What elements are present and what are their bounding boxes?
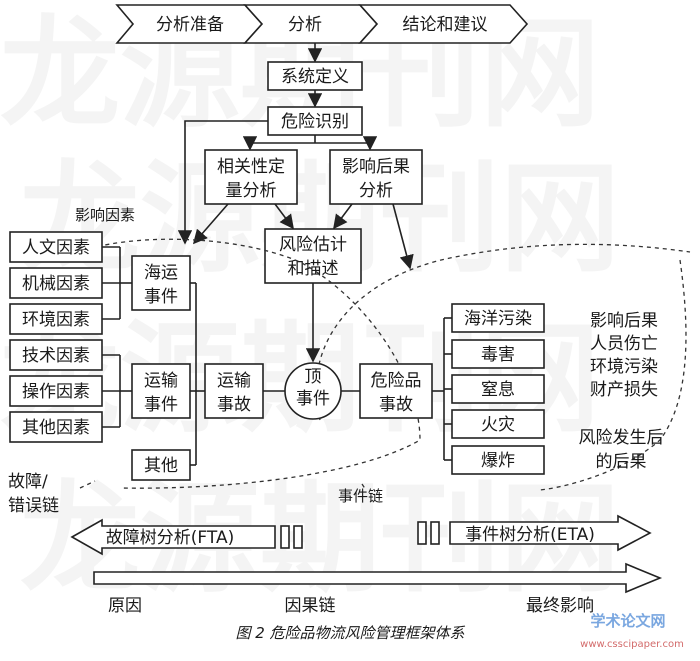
eta-arrow <box>449 514 652 552</box>
consequence-box <box>451 409 545 439</box>
factor-label: 其他因素 <box>22 418 90 438</box>
eta-tail-block <box>417 521 427 545</box>
consequence-label: 海洋污染 <box>464 309 532 329</box>
hazmat-accident-box <box>359 363 433 419</box>
impact-item: 财产损失 <box>590 380 658 400</box>
impact-item: 环境污染 <box>590 357 658 377</box>
transport-accident-label: 事故 <box>217 395 251 415</box>
marine-event-label: 海运 <box>144 263 178 283</box>
impact-list: 影响后果 人员伤亡 环境污染 财产损失 <box>590 311 658 400</box>
post-risk-label: 的后果 <box>596 452 647 472</box>
site-url: www.csscipaper.com <box>580 639 684 650</box>
correlation-analysis-box <box>204 149 298 205</box>
right-region-boundary <box>539 259 687 491</box>
transport-event-box <box>131 363 191 419</box>
arrow <box>274 203 294 230</box>
phase-label: 分析 <box>288 15 322 35</box>
factor-boxes: 人文因素 机械因素 环境因素 技术因素 操作因素 其他因素 <box>9 231 103 443</box>
hazmat-accident-label: 危险品 <box>371 371 422 391</box>
site-logo: 学术论文网 <box>590 612 665 630</box>
consequence-box <box>451 339 545 369</box>
factor-label: 技术因素 <box>22 346 90 366</box>
causal-chain-arrow <box>93 562 663 594</box>
hazard-identification-label: 危险识别 <box>281 112 349 132</box>
correlation-analysis-label: 相关性定 <box>217 157 285 177</box>
marine-event-label: 事件 <box>144 287 178 307</box>
consequence-label: 爆炸 <box>481 451 515 471</box>
arrow <box>177 120 268 245</box>
top-event-label: 顶 <box>305 367 322 387</box>
risk-estimation-label: 风险估计 <box>279 235 347 255</box>
left-region-boundary <box>59 238 421 489</box>
fta-arrow <box>70 518 276 556</box>
consequence-boxes: 海洋污染 毒害 窒息 火灾 爆炸 <box>451 303 545 475</box>
top-event-label: 事件 <box>296 389 330 409</box>
consequence-label: 毒害 <box>481 345 515 365</box>
figure-caption: 图 2 危险品物流风险管理框架体系 <box>235 624 465 642</box>
factor-label: 操作因素 <box>22 382 90 402</box>
consequence-box <box>451 374 545 404</box>
factor-box <box>9 303 103 335</box>
cause-label: 原因 <box>108 596 142 616</box>
impact-item: 人员伤亡 <box>590 334 658 354</box>
post-risk-label: 风险发生后 <box>579 428 664 448</box>
arrow <box>192 203 229 245</box>
factor-label: 环境因素 <box>22 310 90 330</box>
risk-estimation-box <box>264 228 362 284</box>
factor-box <box>9 375 103 407</box>
arrow <box>333 203 353 230</box>
causal-chain-label: 因果链 <box>285 596 336 616</box>
risk-estimation-label: 和描述 <box>288 259 339 279</box>
factor-box <box>9 231 103 263</box>
phase-conclusion-arrow <box>358 4 529 44</box>
correlation-analysis-label: 量分析 <box>226 181 277 201</box>
transport-accident-box <box>204 363 264 419</box>
fta-tail-block <box>293 525 303 549</box>
consequence-label: 窒息 <box>481 380 515 400</box>
consequence-analysis-label: 影响后果 <box>342 157 410 177</box>
influence-factors-label: 影响因素 <box>75 206 135 224</box>
marine-event-box <box>131 255 191 311</box>
fta-label: 故障树分析(FTA) <box>106 528 234 548</box>
event-chain-pointer <box>361 483 367 491</box>
system-definition-label: 系统定义 <box>281 67 349 87</box>
fta-tail-block <box>280 525 290 549</box>
phase-label: 结论和建议 <box>403 15 488 35</box>
other-event-label: 其他 <box>144 456 178 476</box>
phase-banner: 分析准备 分析 结论和建议 <box>115 4 529 44</box>
impact-title: 影响后果 <box>590 311 658 331</box>
transport-event-label: 事件 <box>144 395 178 415</box>
system-definition-box <box>267 61 363 91</box>
consequence-box <box>451 303 545 333</box>
consequence-analysis-box <box>329 149 423 205</box>
factor-label: 机械因素 <box>22 274 90 294</box>
eta-label: 事件树分析(ETA) <box>465 525 595 545</box>
fault-chain-pointer <box>79 480 96 489</box>
transport-event-label: 运输 <box>144 371 178 391</box>
hazmat-accident-label: 事故 <box>379 395 413 415</box>
final-impact-label: 最终影响 <box>526 596 594 616</box>
transport-accident-label: 运输 <box>217 371 251 391</box>
fault-chain-label: 故障/ <box>8 472 48 492</box>
eta-tail-block <box>430 521 440 545</box>
factor-label: 人文因素 <box>22 238 90 258</box>
event-chain-label: 事件链 <box>338 487 383 505</box>
consequence-analysis-label: 分析 <box>359 181 393 201</box>
phase-label: 分析准备 <box>156 15 224 35</box>
consequence-box <box>451 445 545 475</box>
arrow <box>392 203 414 270</box>
fault-chain-label: 错误链 <box>8 496 59 516</box>
consequence-label: 火灾 <box>481 415 515 435</box>
